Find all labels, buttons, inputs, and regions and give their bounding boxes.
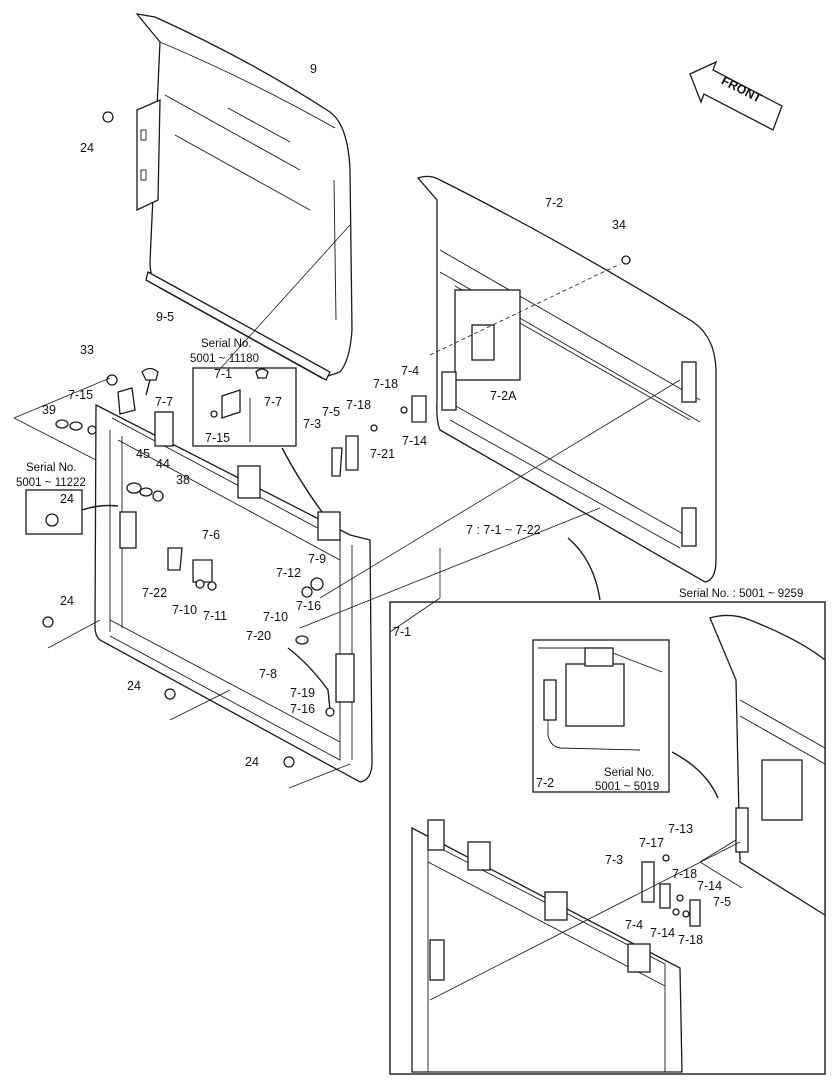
label-7-14: 7-14: [650, 926, 675, 940]
label-24: 24: [60, 492, 74, 506]
label-38: 38: [176, 473, 190, 487]
serial-range-1: 5001 ~ 11180: [190, 353, 259, 365]
label-24: 24: [127, 679, 141, 693]
label-7-11: 7-11: [203, 609, 227, 623]
label-7-7: 7-7: [264, 395, 282, 409]
label-7-8: 7-8: [259, 667, 277, 681]
label-7-14: 7-14: [402, 434, 427, 448]
callout-arrow-4: [671, 751, 719, 799]
serial-range-2: 5001 ~ 11222: [16, 477, 86, 489]
label-7-2: 7-2: [536, 776, 554, 790]
label-7-22: 7-22: [142, 586, 167, 600]
label-7-18: 7-18: [346, 398, 371, 412]
inset-serial-11222: [25, 489, 83, 535]
label-7-1: 7-1: [393, 625, 411, 639]
label-7-3: 7-3: [605, 853, 623, 867]
part-labels: 9 24 9-5 7-2 34 33 7-15 7-7 39 Serial No…: [16, 62, 803, 947]
label-7-2: 7-2: [545, 196, 563, 210]
serial-title-2: Serial No.: [26, 462, 77, 474]
inset-serial-11180: [192, 367, 297, 447]
label-7-16: 7-16: [290, 702, 315, 716]
seal-strip-9-5: [145, 271, 331, 381]
serial-title-1: Serial No.: [201, 338, 252, 350]
detail-box-serial-9259: [389, 601, 826, 1075]
callout-arrow-1: [281, 447, 323, 513]
label-7-10: 7-10: [172, 603, 197, 617]
label-7-12: 7-12: [276, 566, 301, 580]
label-7-1: 7-1: [214, 367, 232, 381]
label-34: 34: [612, 218, 626, 232]
serial-title-3: Serial No.: [604, 767, 655, 779]
frame-7-1: [94, 403, 373, 783]
label-7-5: 7-5: [713, 895, 731, 909]
label-7-14: 7-14: [697, 879, 722, 893]
label-44: 44: [156, 457, 170, 471]
label-7-2A: 7-2A: [490, 389, 517, 403]
cover-panel-9: [135, 13, 353, 379]
label-7-19: 7-19: [290, 686, 315, 700]
label-7-4: 7-4: [625, 918, 643, 932]
label-7-10: 7-10: [263, 610, 288, 624]
label-24: 24: [245, 755, 259, 769]
label-7-7: 7-7: [155, 395, 173, 409]
front-direction-arrow: FRONT: [689, 60, 783, 131]
label-7-18: 7-18: [373, 377, 398, 391]
label-24: 24: [80, 141, 94, 155]
label-45: 45: [136, 447, 150, 461]
label-9-5: 9-5: [156, 310, 174, 324]
label-39: 39: [42, 403, 56, 417]
callout-arrow-2: [81, 504, 119, 511]
label-7-3: 7-3: [303, 417, 321, 431]
label-7-4: 7-4: [401, 364, 419, 378]
label-7-13: 7-13: [668, 822, 693, 836]
label-7-21: 7-21: [370, 447, 395, 461]
label-7-group: 7 : 7-1 ~ 7-22: [466, 523, 541, 537]
label-33: 33: [80, 343, 94, 357]
label-7-18: 7-18: [672, 867, 697, 881]
label-7-15: 7-15: [205, 431, 230, 445]
serial-main-label: Serial No. : 5001 ~ 9259: [679, 588, 803, 600]
label-7-9: 7-9: [308, 552, 326, 566]
label-7-5: 7-5: [322, 405, 340, 419]
inset-serial-5019: [532, 639, 670, 793]
label-7-17: 7-17: [639, 836, 664, 850]
label-9: 9: [310, 62, 317, 76]
serial-range-3: 5001 ~ 5019: [595, 781, 659, 793]
label-7-16: 7-16: [296, 599, 321, 613]
reference-lines: [13, 224, 681, 789]
label-7-6: 7-6: [202, 528, 220, 542]
label-7-20: 7-20: [246, 629, 271, 643]
label-24: 24: [60, 594, 74, 608]
callout-arrow-3: [567, 537, 601, 601]
label-7-15: 7-15: [68, 388, 93, 402]
label-7-18: 7-18: [678, 933, 703, 947]
